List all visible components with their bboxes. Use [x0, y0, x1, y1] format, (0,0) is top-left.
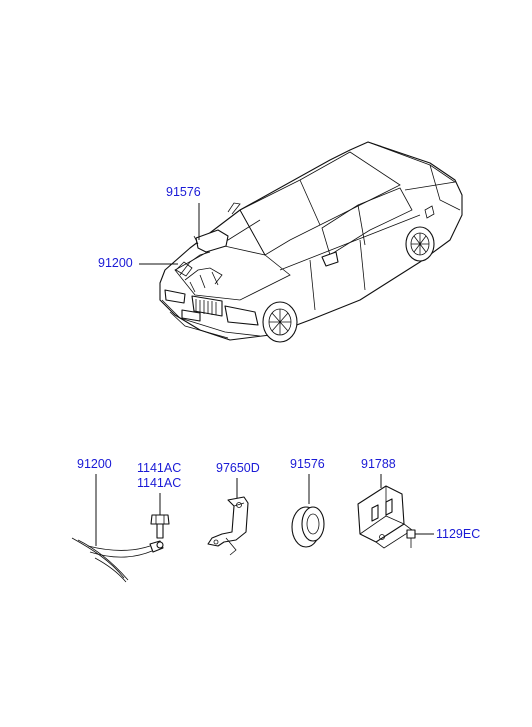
callout-1129ec: 1129EC	[436, 527, 480, 541]
grommet-part: 91576	[290, 457, 325, 548]
callout-91576-car: 91576	[166, 185, 201, 199]
callout-1141ac-2: 1141AC	[137, 476, 181, 490]
car-callouts: 91576 91200	[98, 185, 201, 270]
car-illustration	[159, 141, 463, 343]
bolt-part: 1141AC 1141AC	[137, 461, 181, 539]
mount-bracket-part: 91788	[357, 457, 413, 549]
screw-part: 1129EC	[406, 527, 480, 548]
callout-91200-car: 91200	[98, 256, 133, 270]
callout-97650d: 97650D	[216, 461, 260, 475]
bracket-part: 97650D	[207, 461, 260, 556]
callout-91788: 91788	[361, 457, 396, 471]
harness-cable: 91200	[71, 457, 164, 583]
callout-91200-part: 91200	[77, 457, 112, 471]
callout-91576-part: 91576	[290, 457, 325, 471]
callout-1141ac-1: 1141AC	[137, 461, 181, 475]
